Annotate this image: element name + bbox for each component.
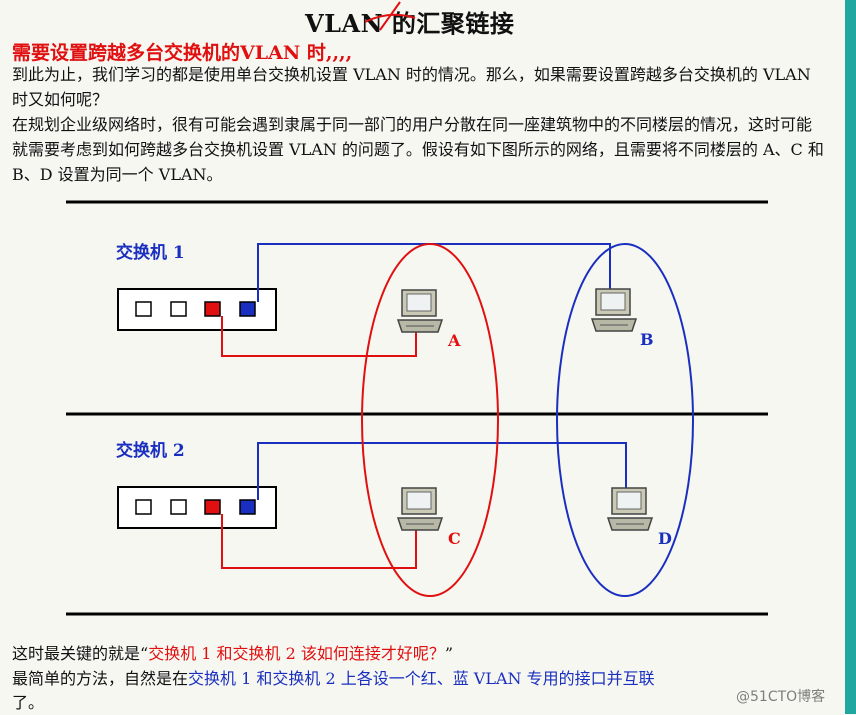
right-accent-strip <box>845 0 856 714</box>
bottom-line-2: 最简单的方法，自然是在交换机 1 和交换机 2 上各设一个红、蓝 VLAN 专用… <box>12 666 827 691</box>
switch-2-red-port <box>204 499 221 515</box>
computer-a-icon <box>396 289 444 333</box>
switch-2-blue-port <box>239 499 256 515</box>
switch-2 <box>117 486 277 529</box>
computer-b-icon <box>590 288 638 332</box>
intro-paragraph-1: 到此为止，我们学习的都是使用单台交换机设置 VLAN 时的情况。那么，如果需要设… <box>12 65 811 109</box>
section-subtitle: 需要设置跨越多台交换机的VLAN 时,,,, <box>12 42 353 64</box>
switch-2-label: 交换机 2 <box>116 440 185 461</box>
switch-1-red-port <box>204 301 221 317</box>
bottom-line-1: 这时最关键的就是“交换机 1 和交换机 2 该如何连接才好呢？” <box>12 641 827 666</box>
slide-title: VLAN 的汇聚链接 <box>305 9 515 38</box>
red-scribble-annotation <box>364 1 416 31</box>
bottom-line-1-prefix: 这时最关键的就是“ <box>12 644 149 663</box>
computer-d-icon <box>606 487 654 531</box>
bottom-line-1-suffix: ” <box>444 644 454 663</box>
pc-b-label: B <box>640 330 654 349</box>
vlan-network-diagram: 交换机 1 交换机 2 A B <box>66 200 768 616</box>
site-watermark: @51CTO博客 <box>736 689 826 705</box>
bottom-line-2-answer: 交换机 1 和交换机 2 上各设一个红、蓝 VLAN 专用的接口并互联 <box>188 669 655 688</box>
cable-switch2-to-c <box>221 514 417 569</box>
blue-vlan-ellipse <box>556 243 694 597</box>
computer-c-icon <box>396 487 444 531</box>
bottom-line-2-prefix: 最简单的方法，自然是在 <box>12 669 189 688</box>
bottom-line-1-question: 交换机 1 和交换机 2 该如何连接才好呢？ <box>148 644 445 663</box>
intro-paragraph-2: 在规划企业级网络时，很有可能会遇到隶属于同一部门的用户分散在同一座建筑物中的不同… <box>12 115 824 184</box>
cable-switch1-to-a <box>221 316 417 357</box>
pc-c-label: C <box>448 529 461 548</box>
switch-1-blue-port <box>239 301 256 317</box>
switch-1-label: 交换机 1 <box>116 242 185 263</box>
bottom-line-3: 了。 <box>12 693 45 712</box>
switch-1 <box>117 288 277 331</box>
pc-a-label: A <box>447 331 461 350</box>
red-vlan-ellipse <box>361 243 499 597</box>
cable-switch2-to-d <box>257 442 627 500</box>
pc-d-label: D <box>658 529 672 548</box>
